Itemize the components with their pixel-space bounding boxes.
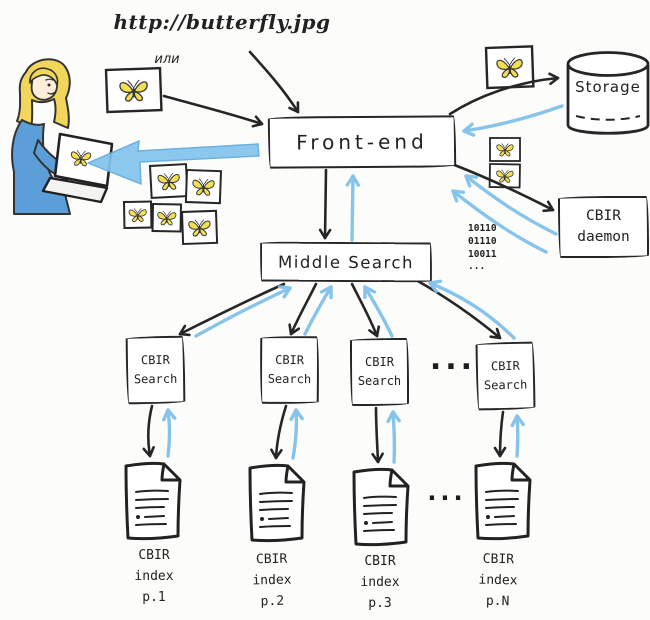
index-label-line: index (360, 574, 400, 590)
cbir-search-label-line1: CBIR (140, 352, 170, 367)
daemon-binary-data: 10110 01110 10011 ... (468, 223, 528, 274)
cbir-search-label-line2: Search (133, 371, 178, 387)
index-label-line: index (134, 568, 174, 584)
front-end-label: Front-end (296, 129, 428, 155)
arrow-middlesearch-to-search1 (178, 282, 286, 337)
node-cbir-search-2: CBIR Search (259, 335, 320, 405)
cbir-daemon-label-line1: CBIR (586, 207, 621, 224)
binary-line: 10110 (468, 223, 497, 234)
cbir-search-label-line2: Search (357, 374, 402, 388)
user-mouth (47, 91, 56, 95)
arrow-daemon-to-frontend-2 (451, 189, 548, 254)
arrow-search2-to-middlesearch (303, 285, 333, 336)
index-label-4: CBIR index p.N (457, 549, 538, 613)
arrow-query-image-to-frontend (162, 94, 264, 128)
document-icon-index-4 (474, 461, 532, 541)
index-label-line: index (252, 572, 292, 589)
storage-cylinder-icon (566, 51, 650, 135)
node-cbir-search-1: CBIR Search (125, 335, 186, 405)
arrow-index1-to-search1 (162, 408, 177, 458)
node-cbir-daemon: CBIR daemon (558, 196, 649, 258)
arrow-frontend-to-storage (448, 72, 560, 116)
index-label-2: CBIR index p.2 (231, 549, 312, 613)
arrow-middlesearch-to-frontend (345, 174, 361, 242)
index-label-line: p.3 (368, 595, 392, 611)
result-thumbnail-icon (148, 163, 189, 200)
user-fringe (29, 67, 59, 86)
ellipsis-index-row: ... (427, 478, 467, 506)
index-label-line: CBIR (482, 551, 515, 568)
arrow-search3-to-index3 (371, 406, 384, 464)
arrow-search4-to-middlesearch (428, 279, 516, 340)
storage-label: Storage (575, 78, 641, 96)
index-label-line: p.N (485, 593, 510, 609)
cbir-search-label-line1: CBIR (490, 358, 520, 374)
binary-line: 01110 (468, 235, 497, 247)
ellipsis-search-row: ... (429, 342, 477, 377)
cbir-daemon-label-line2: daemon (577, 229, 630, 245)
user-eye (47, 83, 51, 87)
arrow-search2-to-index2 (270, 404, 288, 460)
index-label-line: CBIR (138, 548, 170, 563)
user-brow (45, 78, 54, 81)
index-label-3: CBIR index p.3 (340, 552, 420, 614)
arrow-search4-to-index4 (493, 410, 507, 458)
node-cbir-search-3: CBIR Search (350, 338, 409, 406)
daemon-image-icon (489, 137, 521, 162)
cbir-search-label-line2: Search (483, 377, 528, 393)
index-label-line: CBIR (364, 554, 396, 569)
document-icon-index-2 (248, 463, 306, 543)
index-label-1: CBIR index p.1 (114, 546, 194, 608)
query-url-text: http://butterfly.jpg (113, 10, 331, 34)
document-icon-index-1 (124, 461, 182, 541)
node-middle-search: Middle Search (259, 241, 433, 283)
result-thumbnail-icon (122, 200, 153, 230)
result-thumbnail-icon (151, 202, 183, 233)
middle-search-label: Middle Search (277, 252, 415, 272)
arrow-frontend-to-daemon (450, 162, 555, 213)
node-cbir-search-4: CBIR Search (475, 341, 536, 411)
binary-line: ... (468, 261, 486, 273)
result-thumbnail-icon (184, 168, 223, 205)
arrow-index3-to-search3 (386, 410, 401, 464)
arrow-daemon-to-frontend-1 (464, 174, 558, 236)
arrow-search1-to-middlesearch (194, 285, 292, 338)
arrow-middlesearch-to-search4 (414, 278, 502, 340)
request-arrows (142, 50, 560, 464)
arrow-index4-to-search4 (510, 414, 525, 458)
binary-line: 10011 (468, 248, 497, 260)
cbir-search-label-line1: CBIR (365, 354, 394, 369)
cbir-search-label-line2: Search (267, 371, 312, 387)
arrow-url-to-frontend (248, 50, 300, 114)
laptop-base (41, 176, 109, 204)
arrow-storage-to-frontend (462, 104, 564, 137)
index-label-line: index (478, 572, 518, 589)
arrow-middlesearch-to-search3 (350, 282, 381, 338)
result-thumbnail-icon (180, 209, 219, 246)
daemon-image-icon (488, 163, 521, 189)
arrow-index2-to-search2 (289, 408, 304, 460)
node-front-end: Front-end (267, 115, 457, 169)
index-label-line: p.1 (142, 589, 166, 605)
response-arrow-frontend-to-user (86, 139, 260, 186)
arrow-middlesearch-to-search2 (288, 282, 318, 336)
index-label-line: CBIR (255, 551, 288, 568)
arrow-search1-to-index1 (142, 404, 155, 458)
arrow-search3-to-middlesearch (363, 285, 394, 338)
cbir-search-label-line1: CBIR (275, 352, 305, 367)
arrow-frontend-to-middlesearch (318, 168, 332, 240)
query-image-icon (104, 66, 163, 114)
response-arrows (162, 104, 564, 464)
index-label-line: p.2 (260, 593, 285, 609)
user-with-laptop-illustration (11, 58, 114, 215)
document-icon-index-3 (352, 467, 410, 547)
or-label: или (154, 52, 180, 67)
